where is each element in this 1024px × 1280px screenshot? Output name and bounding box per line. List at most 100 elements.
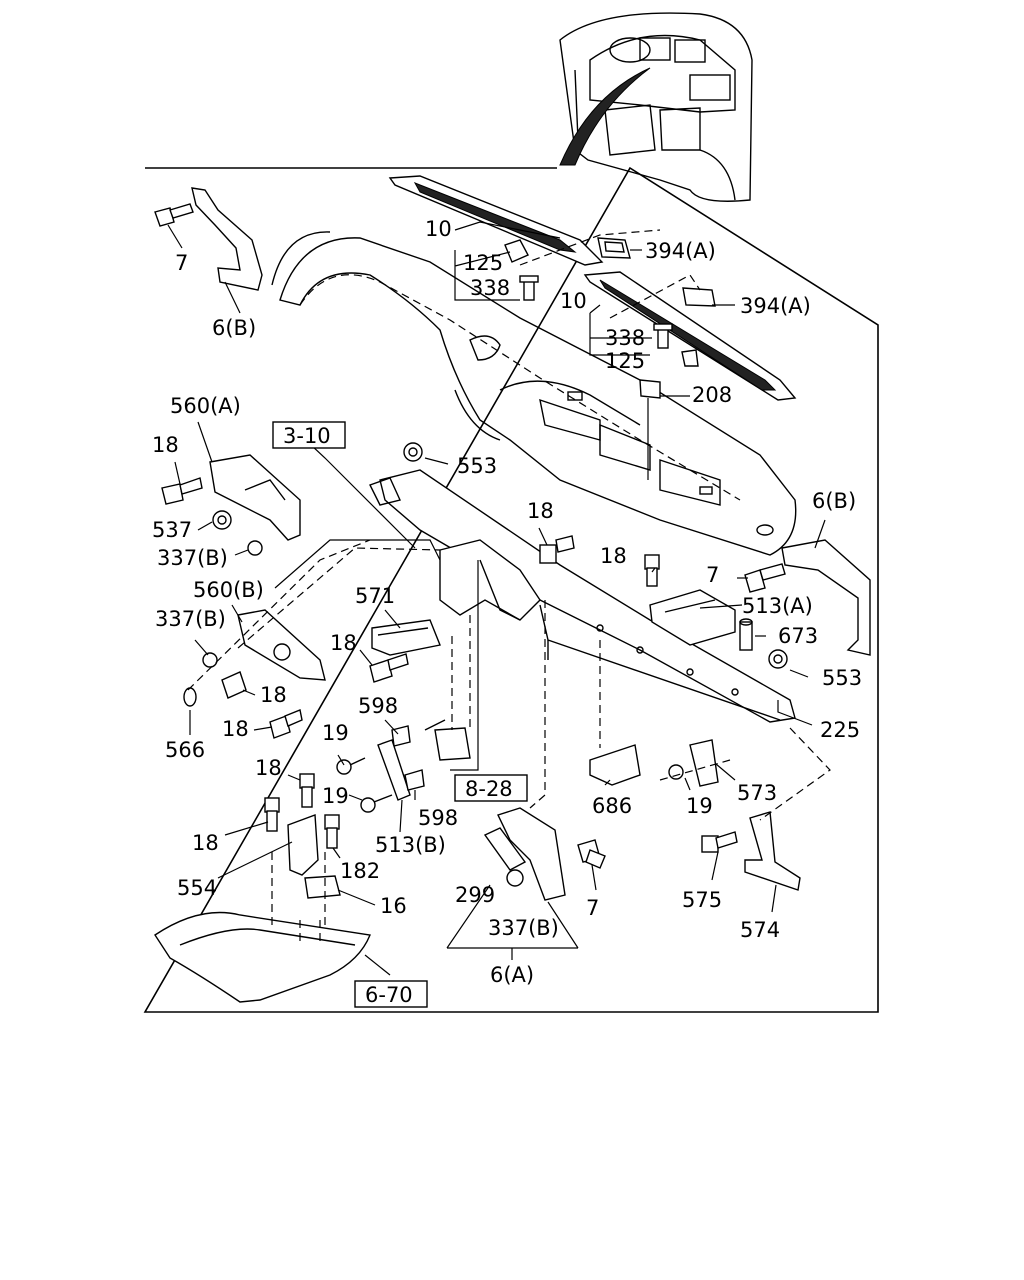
callout-labels: 7 6(B) 10 125 338 394(A) 10 394(A) 338 1… xyxy=(152,217,862,987)
svg-text:3-10: 3-10 xyxy=(283,424,331,448)
callout-686: 686 xyxy=(592,794,632,818)
callout-513b: 513(B) xyxy=(375,833,446,857)
callout-537: 537 xyxy=(152,518,192,542)
callout-10-top: 10 xyxy=(425,217,452,241)
bolt-18-b xyxy=(539,535,575,564)
sleeve-299 xyxy=(483,827,527,871)
bolt-18-a xyxy=(161,477,203,505)
callout-18-d: 18 xyxy=(330,631,357,655)
callout-560b: 560(B) xyxy=(193,578,264,602)
cab-inset-illustration xyxy=(559,12,753,202)
callout-125-top: 125 xyxy=(463,251,503,275)
callout-19-c: 19 xyxy=(686,794,713,818)
screw-337b-b xyxy=(202,652,218,668)
callout-574: 574 xyxy=(740,918,780,942)
screw-19-b xyxy=(360,794,393,813)
spacer-673 xyxy=(739,618,753,651)
callout-598-a: 598 xyxy=(358,694,398,718)
cross-member-beam xyxy=(379,469,796,723)
bolt-18-e xyxy=(221,671,247,699)
bolt-575 xyxy=(701,831,738,853)
screw-338-lower xyxy=(653,323,673,349)
callout-513a: 513(A) xyxy=(742,594,813,618)
bracket-16 xyxy=(304,875,341,899)
callout-6a: 6(A) xyxy=(490,963,534,987)
callout-18-g: 18 xyxy=(255,756,282,780)
callout-225: 225 xyxy=(820,718,860,742)
clip-394-a-lower xyxy=(682,287,716,307)
callout-394a-top: 394(A) xyxy=(645,239,716,263)
bracket-554 xyxy=(287,814,319,876)
bracket-560b xyxy=(237,609,326,681)
callout-18-h: 18 xyxy=(192,831,219,855)
callout-208: 208 xyxy=(692,383,732,407)
clip-208 xyxy=(639,379,661,480)
callout-566: 566 xyxy=(165,738,205,762)
reference-8-28: 8-28 xyxy=(454,774,528,802)
callout-125-mid: 125 xyxy=(605,349,645,373)
clip-125-lower xyxy=(681,349,699,367)
bolt-18-g xyxy=(299,773,315,808)
bracket-686 xyxy=(589,744,641,786)
nut-553-right xyxy=(768,649,788,669)
callout-18-c: 18 xyxy=(600,544,627,568)
clip-598-a xyxy=(391,725,411,747)
bracket-513b xyxy=(377,739,411,801)
bolt-7-right xyxy=(744,563,786,593)
clip-125-upper xyxy=(504,239,529,263)
callout-575: 575 xyxy=(682,888,722,912)
callout-6b-top: 6(B) xyxy=(212,316,256,340)
callout-553-right: 553 xyxy=(822,666,862,690)
callout-571: 571 xyxy=(355,584,395,608)
callout-337b-b: 337(B) xyxy=(155,607,226,631)
bolt-18-d xyxy=(369,653,409,683)
reference-3-10: 3-10 xyxy=(272,421,346,449)
callout-338-mid: 338 xyxy=(605,326,645,350)
callout-7-bottom: 7 xyxy=(586,896,599,920)
callout-18-f: 18 xyxy=(222,717,249,741)
screw-19-a xyxy=(336,757,366,775)
callout-560a: 560(A) xyxy=(170,394,241,418)
bolt-18-c xyxy=(644,554,660,587)
callout-337b-c: 337(B) xyxy=(488,916,559,940)
callout-6b-right: 6(B) xyxy=(812,489,856,513)
callout-18-e: 18 xyxy=(260,683,287,707)
defroster-grille-lower xyxy=(583,271,797,401)
callout-7-right: 7 xyxy=(706,563,719,587)
callout-554: 554 xyxy=(177,876,217,900)
callout-7-left: 7 xyxy=(175,251,188,275)
bolt-182 xyxy=(324,814,340,849)
reference-6-70: 6-70 xyxy=(354,980,428,1008)
leader-lines xyxy=(167,221,826,976)
dashboard-panel xyxy=(271,231,797,556)
nut-537 xyxy=(212,510,232,530)
bracket-8-28-mount xyxy=(424,719,471,761)
bracket-6a xyxy=(497,807,566,901)
bracket-6b-right xyxy=(781,539,871,656)
bracket-513a xyxy=(649,589,736,646)
floor-panel-6-70 xyxy=(154,911,371,1003)
callout-18-a: 18 xyxy=(152,433,179,457)
bracket-574 xyxy=(744,811,801,891)
screw-338-upper xyxy=(519,275,539,301)
callout-182: 182 xyxy=(340,859,380,883)
bracket-573 xyxy=(668,739,719,787)
callout-19-a: 19 xyxy=(322,721,349,745)
callout-16: 16 xyxy=(380,894,407,918)
callout-337b-a: 337(B) xyxy=(157,546,228,570)
svg-text:6-70: 6-70 xyxy=(365,983,413,1007)
clip-598-b xyxy=(404,769,425,791)
callout-394a-mid: 394(A) xyxy=(740,294,811,318)
bracket-571 xyxy=(371,619,441,656)
svg-text:8-28: 8-28 xyxy=(465,777,513,801)
callout-19-b: 19 xyxy=(322,784,349,808)
callout-598-b: 598 xyxy=(418,806,458,830)
clip-394-a-upper xyxy=(597,237,631,259)
bolt-18-f xyxy=(269,709,303,739)
grommet-566 xyxy=(183,687,197,707)
assembly-dash-lines xyxy=(187,229,831,930)
callout-553-top: 553 xyxy=(457,454,497,478)
callout-18-b: 18 xyxy=(527,499,554,523)
bolt-7-left xyxy=(154,203,194,227)
